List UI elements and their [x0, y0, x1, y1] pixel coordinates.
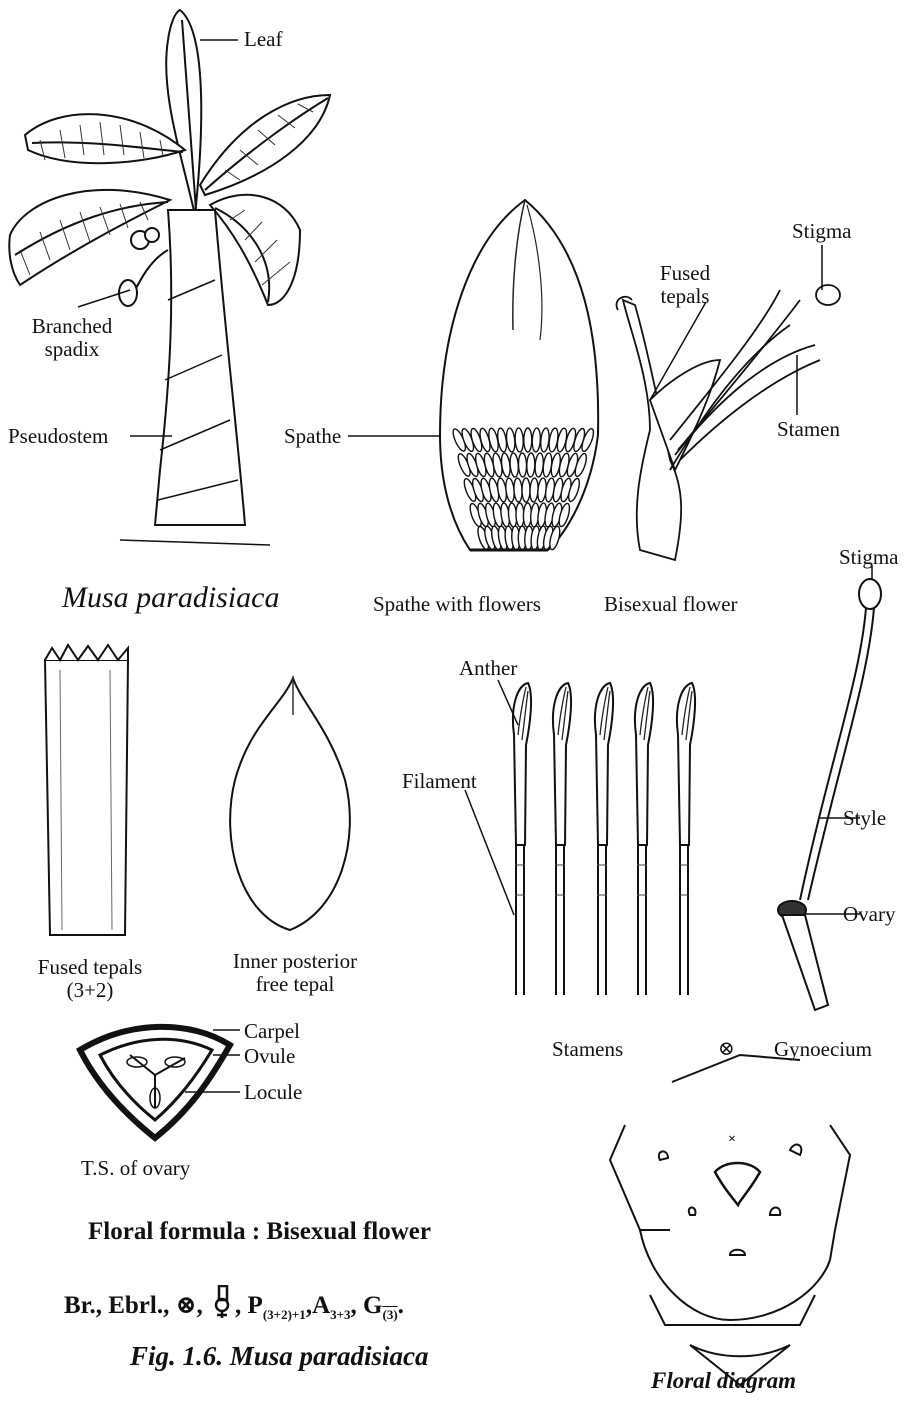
- caption-gynoecium: Gynoecium: [774, 1038, 872, 1061]
- label-stigma-right: Stigma: [839, 546, 899, 569]
- label-anther: Anther: [459, 657, 517, 680]
- caption-spathe-with-flowers: Spathe with flowers: [373, 593, 541, 616]
- floral-formula-heading: Floral formula : Bisexual flower: [88, 1218, 431, 1246]
- formula-gynoecium-sub: (3): [383, 1307, 398, 1322]
- label-style: Style: [843, 807, 886, 830]
- label-locule: Locule: [244, 1081, 302, 1104]
- gynoecium-drawing: [778, 579, 881, 1010]
- caption-inner-tepal: Inner posterior free tepal: [210, 950, 380, 996]
- spathe-flower-bud: [524, 428, 532, 452]
- formula-end: .: [398, 1292, 404, 1319]
- ts-ovary-drawing: [80, 1027, 230, 1138]
- caption-bisexual-flower: Bisexual flower: [604, 593, 738, 616]
- spathe-flower-bud: [526, 453, 535, 477]
- formula-androecium: ,A: [306, 1292, 330, 1319]
- formula-prefix: Br., Ebrl., ⊗,: [64, 1292, 209, 1319]
- zygomorphic-symbol: ⊗: [718, 1038, 735, 1060]
- formula-gynoecium: , G: [351, 1292, 383, 1319]
- spathe-flower-bud: [522, 478, 530, 502]
- label-filament: Filament: [402, 770, 477, 793]
- floral-formula: Br., Ebrl., ⊗, , P(3+2)+1,A3+3, G(3).: [64, 1285, 404, 1322]
- label-ovule: Ovule: [244, 1045, 295, 1068]
- stamens-drawing: [513, 683, 695, 995]
- figure-title: Fig. 1.6. Musa paradisiaca: [130, 1342, 429, 1372]
- label-ovary: Ovary: [843, 903, 895, 926]
- label-stamen: Stamen: [777, 418, 840, 441]
- label-pseudostem: Pseudostem: [8, 425, 108, 448]
- label-leaf: Leaf: [244, 28, 282, 51]
- label-spathe: Spathe: [284, 425, 341, 448]
- formula-androecium-sub: 3+3: [330, 1307, 350, 1322]
- caption-fused-tepals: Fused tepals (3+2): [15, 956, 165, 1002]
- caption-floral-diagram: Floral diagram: [651, 1368, 796, 1393]
- spathe-flower-bud: [518, 453, 527, 477]
- formula-perianth-sub: (3+2)+1: [263, 1307, 306, 1322]
- label-fused-tepals: Fused tepals: [650, 262, 720, 308]
- fused-tepals-drawing: [45, 645, 128, 935]
- bisexual-symbol-icon: [209, 1285, 235, 1319]
- label-stigma-top: Stigma: [792, 220, 852, 243]
- caption-ts-ovary: T.S. of ovary: [81, 1157, 190, 1180]
- label-carpel: Carpel: [244, 1020, 300, 1043]
- formula-perianth: P: [248, 1292, 263, 1319]
- banana-plant: [9, 10, 330, 545]
- label-branched-spadix: Branched spadix: [22, 315, 122, 361]
- caption-musa-paradisiaca: Musa paradisiaca: [62, 581, 280, 614]
- caption-stamens: Stamens: [552, 1038, 623, 1061]
- spathe-with-flowers: [440, 200, 598, 551]
- posterior-mark: ×: [728, 1132, 736, 1147]
- inner-tepal-drawing: [230, 678, 350, 930]
- floral-diagram-drawing: [610, 1055, 850, 1385]
